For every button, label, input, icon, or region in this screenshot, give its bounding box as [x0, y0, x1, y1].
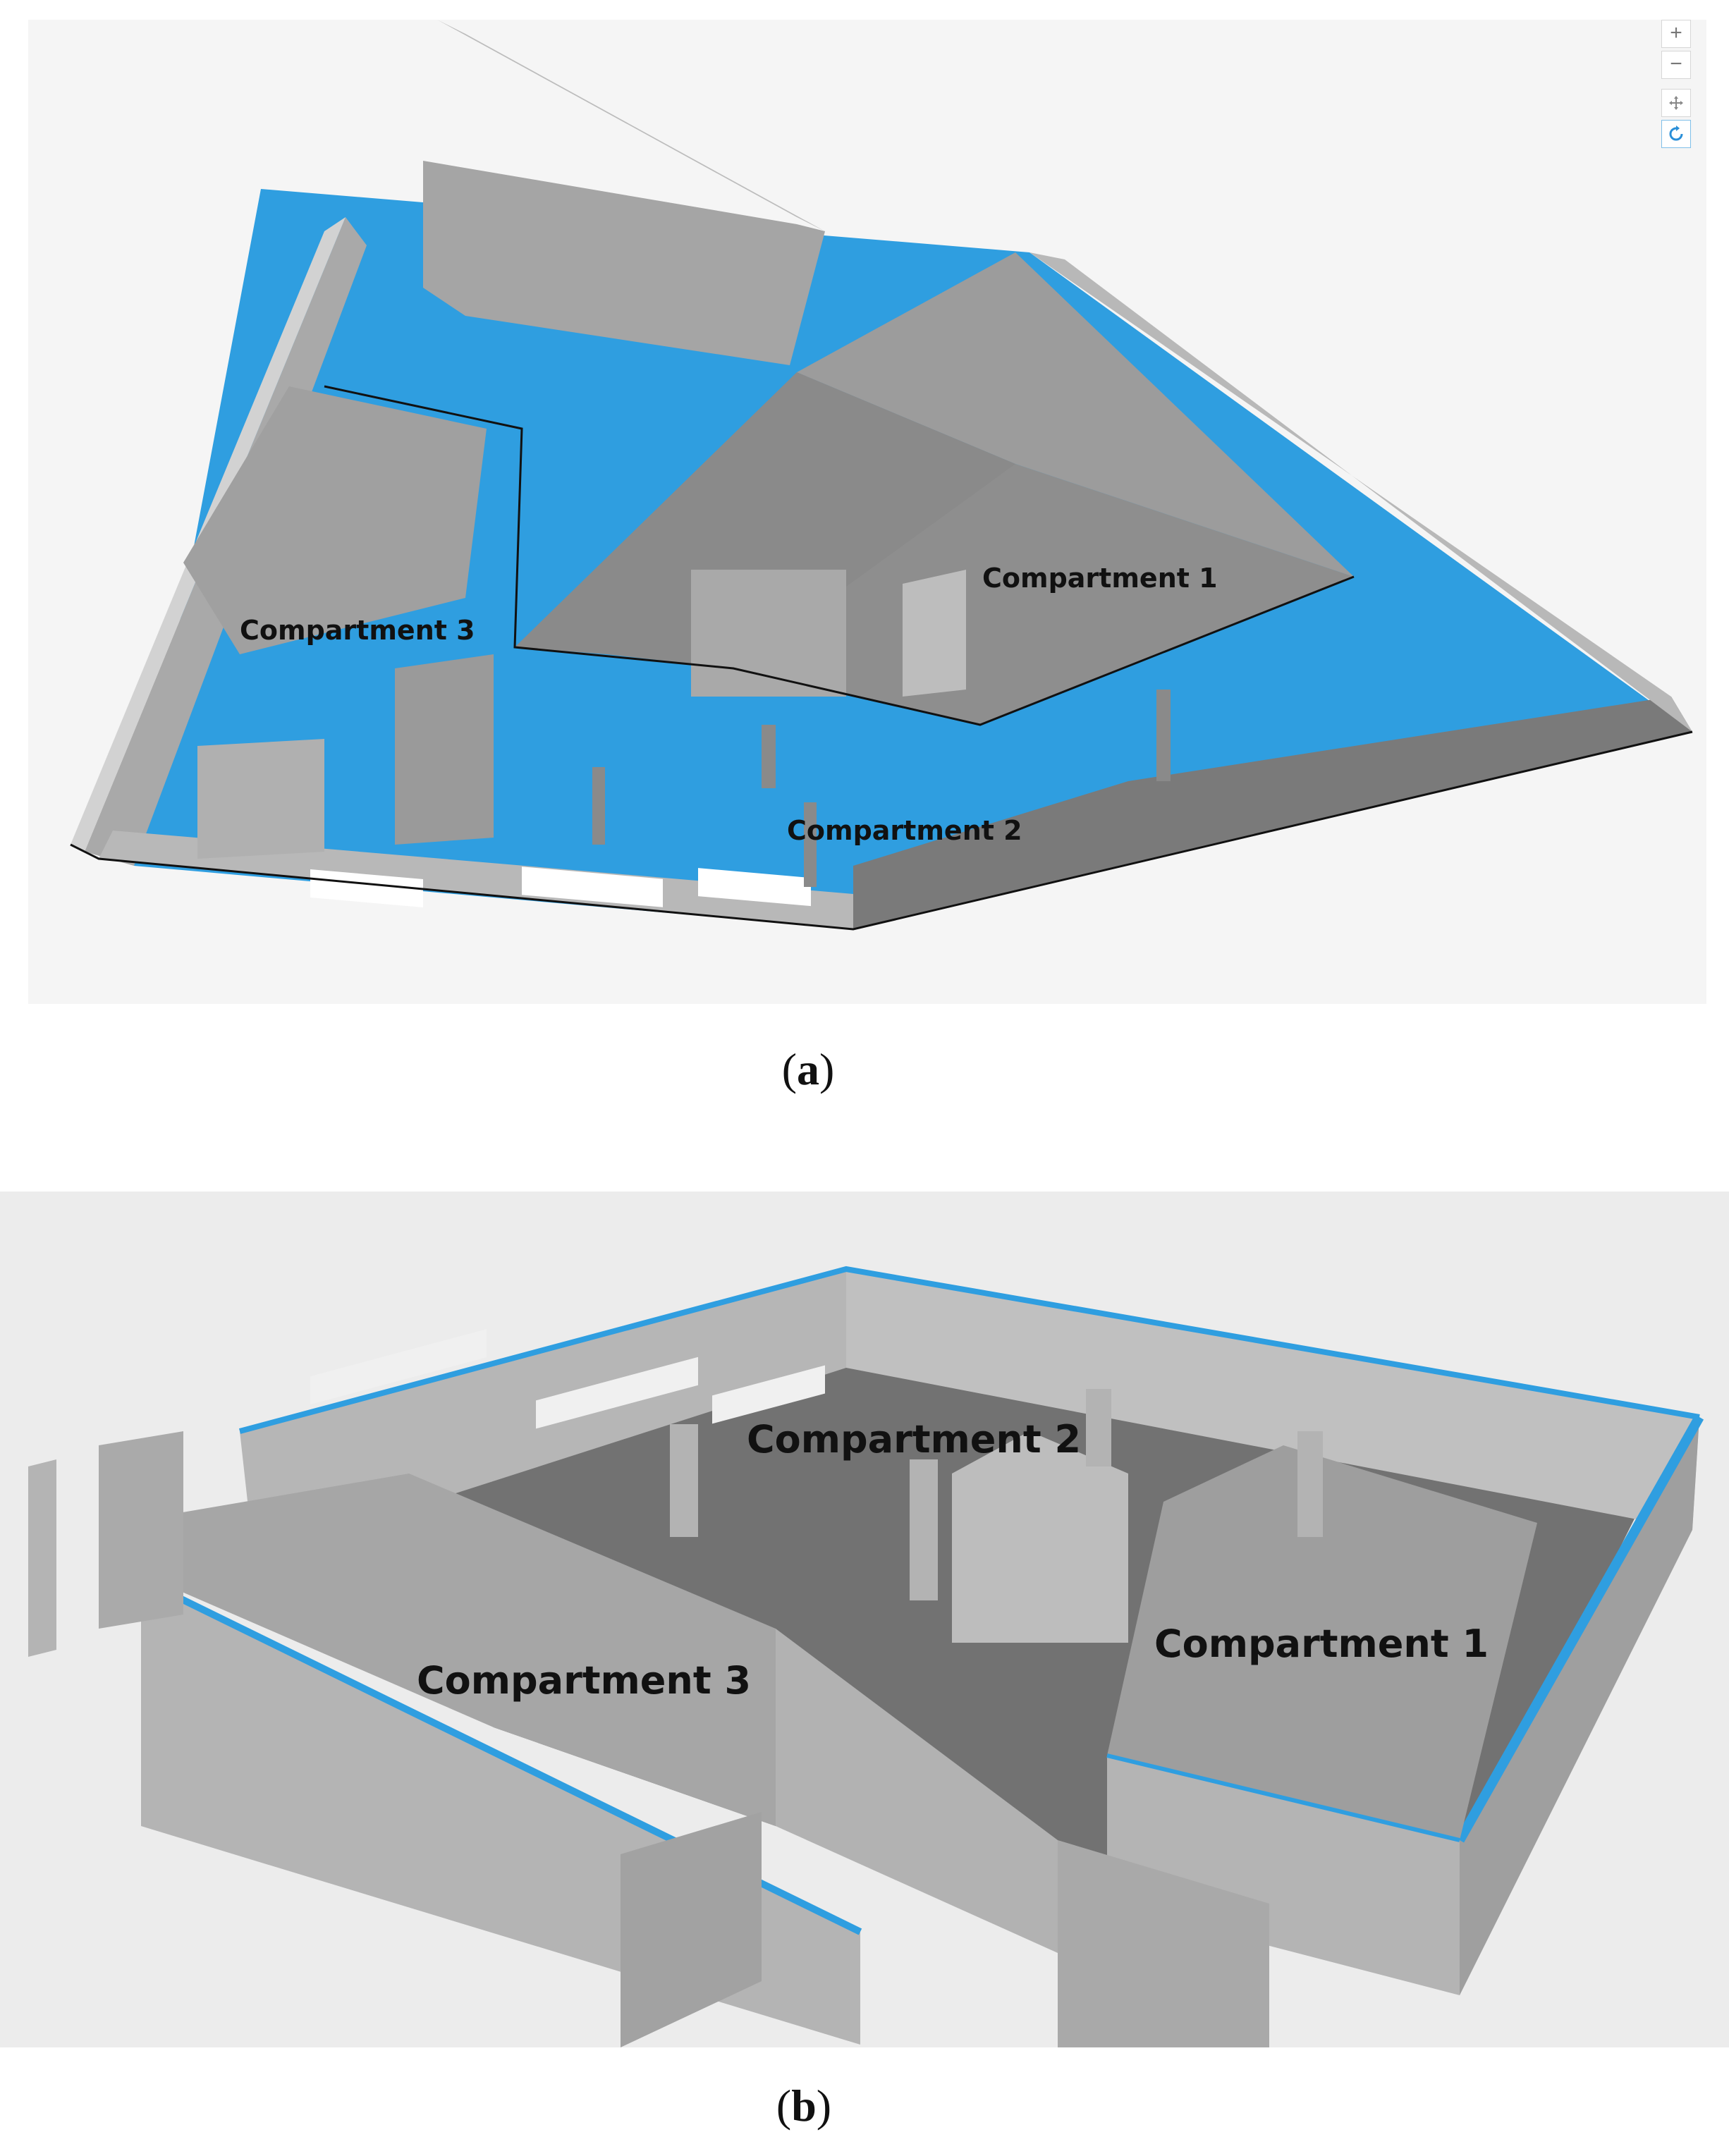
window-opening [698, 868, 811, 907]
wall-top-edge [1106, 1753, 1460, 1842]
outer-wall-bottom [99, 831, 853, 929]
upper-wall-top [437, 20, 825, 231]
back-wall-right [846, 1269, 1699, 1530]
compartment-2-label: Compartment 2 [747, 1417, 1082, 1462]
viewer-panel-b[interactable]: Compartment 1 Compartment 2 Compartment … [0, 1192, 1729, 2047]
wall-top-edge [238, 1266, 1700, 1434]
column [762, 725, 776, 788]
compartment-2-slab [515, 372, 1015, 668]
compartment-3-slab [183, 386, 487, 654]
column [592, 767, 605, 845]
zoom-out-icon: − [1670, 52, 1682, 75]
column [1297, 1431, 1323, 1537]
compartment-3-wall [162, 1474, 776, 1826]
compartment-1-label: Compartment 1 [982, 563, 1218, 594]
compartment-1-label: Compartment 1 [1154, 1622, 1489, 1666]
window-opening [712, 1365, 825, 1424]
partition-room [952, 1431, 1128, 1643]
standalone-wall [28, 1459, 56, 1657]
compartment-2-label: Compartment 2 [787, 815, 1022, 846]
zoom-in-icon: + [1670, 21, 1682, 44]
column [1086, 1389, 1111, 1466]
rotate-button[interactable] [1661, 120, 1691, 148]
model-view-a[interactable] [28, 20, 1706, 1004]
compartment-1-wall [797, 252, 1354, 577]
window-opening [536, 1356, 698, 1429]
outer-wall-right [853, 697, 1692, 929]
window-opening [310, 869, 423, 907]
partition-wall [903, 570, 966, 697]
outer-wall-right [1460, 1417, 1699, 1995]
compartment-outline [324, 385, 1355, 726]
partition-wall [1058, 1840, 1269, 2047]
viewer-nav-controls: + − [1661, 20, 1697, 151]
partition-wall [395, 654, 494, 845]
column [1156, 690, 1171, 781]
pan-button[interactable] [1661, 89, 1691, 117]
caption-b: (b) [776, 2081, 832, 2131]
partition-wall [197, 739, 324, 859]
standalone-wall [99, 1431, 183, 1629]
compartment-outline [70, 730, 1693, 931]
rotate-icon [1669, 125, 1683, 141]
window-opening [310, 1329, 487, 1405]
caption-a: (a) [781, 1044, 835, 1094]
column [670, 1424, 698, 1537]
partition-wall [691, 570, 846, 697]
pan-icon [1669, 96, 1683, 110]
compartment-3-label: Compartment 3 [240, 615, 475, 646]
window-opening [522, 866, 663, 907]
zoom-out-button[interactable]: − [1661, 51, 1691, 79]
compartment-3-label: Compartment 3 [417, 1658, 752, 1703]
viewer-panel-a[interactable]: Compartment 1 Compartment 2 Compartment … [28, 20, 1706, 1004]
partition-wall [621, 1812, 762, 2047]
wall-top-edge [1455, 1414, 1704, 1843]
compartment-1-wall [1107, 1756, 1460, 1995]
model-view-b[interactable] [0, 1192, 1729, 2047]
compartment-3-wall [776, 1629, 1058, 1953]
compartment-1-wall [1107, 1445, 1537, 1840]
column [910, 1459, 938, 1600]
column [804, 802, 817, 887]
upper-wall-block [423, 161, 825, 365]
zoom-in-button[interactable]: + [1661, 20, 1691, 48]
